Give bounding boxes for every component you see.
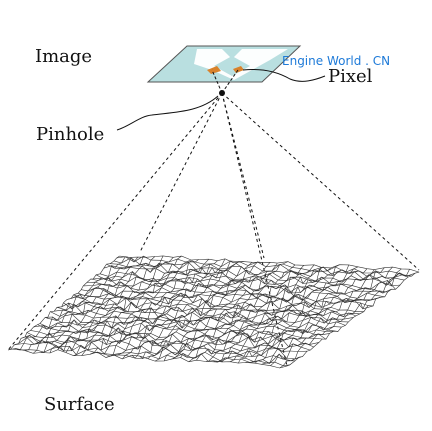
surface-mesh-line [110, 262, 409, 280]
pixel-marker-2 [233, 66, 244, 73]
ray-right-corner [221, 92, 420, 271]
surface-mesh-line [261, 266, 393, 365]
surface-mesh-line [8, 348, 287, 369]
image-plane [146, 45, 302, 94]
surface-mesh-line [39, 319, 327, 340]
surface-mesh-line [279, 269, 410, 369]
surface-mesh-line [95, 271, 392, 294]
surface-mesh-line [20, 335, 303, 360]
label-image: Image [35, 46, 92, 67]
surface-mesh-line [24, 256, 139, 351]
surface-mesh-line [47, 313, 334, 333]
pixel-marker [207, 66, 221, 74]
surface-mesh-line [50, 311, 339, 334]
surface-mesh-line [86, 281, 381, 304]
surface-mesh-line [54, 309, 342, 331]
surface-mesh-line [81, 286, 374, 310]
label-pinhole: Pinhole [36, 124, 104, 145]
surface-mesh-line [100, 271, 396, 290]
surface-mesh-line [73, 293, 364, 312]
surface-mesh-line [106, 262, 405, 286]
surface-mesh-line [77, 288, 369, 308]
surface-mesh-line [56, 304, 346, 326]
label-surface: Surface [44, 394, 115, 415]
ray-near-bottom [221, 92, 288, 367]
surface-mesh-line [83, 283, 376, 302]
ray-left-corner [7, 92, 223, 351]
surface-mesh-line [119, 255, 420, 273]
surface-mesh-line [24, 332, 308, 353]
pixel-leader-line [242, 69, 326, 82]
surface-mesh-line [114, 257, 412, 279]
surface-mesh-line [26, 332, 311, 351]
surface-mesh-line [37, 324, 323, 343]
surface-mesh-line [103, 265, 401, 287]
pinhole-leader-line [116, 95, 219, 131]
surface-mesh [7, 255, 420, 369]
pixel-ray-1 [211, 69, 223, 94]
surface-mesh-line [63, 301, 354, 321]
surface-mesh-line [45, 316, 330, 338]
surface-mesh-line [14, 341, 296, 364]
watermark: Engine World . CN [282, 54, 390, 68]
ray-mid-far [221, 92, 265, 259]
surface-mesh-line [221, 264, 350, 363]
surface-mesh-line [66, 296, 357, 317]
label-pixel: Pixel [328, 66, 373, 87]
surface-mesh-line [116, 255, 416, 277]
ray-far-left [139, 92, 223, 253]
projection-rays [7, 92, 420, 367]
surface-mesh-line [15, 256, 130, 351]
